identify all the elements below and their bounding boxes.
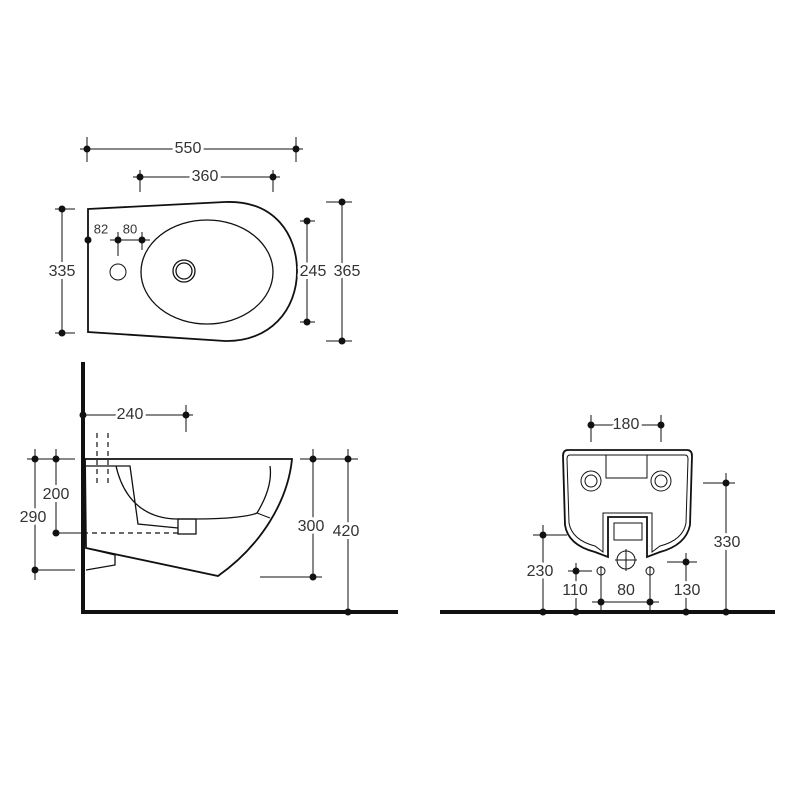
dimension-marker-dot: [657, 421, 665, 429]
front-view: 180 230 110 80 130 330: [440, 413, 775, 614]
rim-section: [256, 512, 271, 519]
dimension-marker-dot: [31, 566, 39, 574]
dim-label-330: 330: [714, 534, 741, 551]
bowl-oval: [140, 219, 274, 325]
dim-label-360: 360: [192, 168, 219, 185]
back-recess: [605, 454, 648, 479]
drain-hole-outer: [172, 259, 196, 283]
dim-label-240: 240: [117, 406, 144, 423]
dim-label-420: 420: [333, 523, 360, 540]
fixing-hole-left-inner: [584, 474, 598, 488]
dimension-marker-dot: [539, 531, 547, 539]
dimension-marker-dot: [303, 217, 311, 225]
dim-label-110: 110: [562, 582, 588, 599]
dimension-marker-dot: [572, 567, 580, 575]
back-inner-outline: [566, 454, 689, 553]
dimension-marker-dot: [338, 337, 346, 345]
dim-label-130: 130: [674, 582, 701, 599]
dimension-marker-dot: [722, 608, 730, 616]
dimension-marker-dot: [344, 608, 352, 616]
dimension-marker-dot: [597, 598, 605, 606]
dim-label-245: 245: [300, 263, 327, 280]
dimension-marker-dot: [303, 318, 311, 326]
dim-label-230: 230: [527, 563, 554, 580]
bidet-side-outline: [84, 458, 293, 577]
dimension-marker-dot: [682, 608, 690, 616]
dim-label-365: 365: [334, 263, 361, 280]
fixing-hole-left: [580, 470, 602, 492]
top-view: 550 360 335 82 80 245 365: [46, 137, 363, 342]
dimension-marker-dot: [539, 608, 547, 616]
drain-hole-inner: [175, 262, 193, 280]
dimension-marker-dot: [292, 145, 300, 153]
dimension-marker-dot: [269, 173, 277, 181]
dimension-marker-dot: [79, 411, 87, 419]
tap-hole: [109, 263, 127, 281]
dimension-marker-dot: [722, 479, 730, 487]
dimension-markers: [31, 145, 730, 616]
dim-label-180: 180: [613, 416, 640, 433]
dimension-marker-dot: [587, 421, 595, 429]
dimension-marker-dot: [84, 236, 92, 244]
dimension-marker-dot: [136, 173, 144, 181]
dim-label-290: 290: [20, 509, 47, 526]
dimension-marker-dot: [52, 529, 60, 537]
waste-outlet: [177, 518, 197, 535]
fixing-hole-right: [650, 470, 672, 492]
dimension-marker-dot: [58, 205, 66, 213]
fixing-hole-right-inner: [654, 474, 668, 488]
dimension-marker-dot: [572, 608, 580, 616]
dim-label-80: 80: [617, 582, 635, 599]
dimension-marker-dot: [52, 455, 60, 463]
dimension-marker-dot: [344, 455, 352, 463]
waste-recess: [613, 522, 643, 541]
side-view: 240 200 290 300 420: [17, 362, 398, 614]
dimension-marker-dot: [682, 558, 690, 566]
inner-bowl: [86, 465, 272, 529]
waste-pipe-cross: [615, 549, 637, 571]
dim-label-200: 200: [43, 486, 70, 503]
dim-label-82: 82: [94, 221, 108, 236]
dimension-marker-dot: [182, 411, 190, 419]
dimension-marker-dot: [58, 329, 66, 337]
dimension-marker-dot: [31, 455, 39, 463]
mount-bracket: [85, 547, 116, 571]
dimension-marker-dot: [646, 598, 654, 606]
dimension-marker-dot: [83, 145, 91, 153]
dimension-marker-dot: [309, 455, 317, 463]
dim-label-335: 335: [49, 263, 76, 280]
dimension-marker-dot: [114, 236, 122, 244]
dim-label-80: 80: [123, 221, 137, 236]
dimension-marker-dot: [138, 236, 146, 244]
dimension-marker-dot: [338, 198, 346, 206]
dimension-marker-dot: [309, 573, 317, 581]
dim-label-300: 300: [298, 518, 325, 535]
dim-label-550: 550: [175, 140, 202, 157]
